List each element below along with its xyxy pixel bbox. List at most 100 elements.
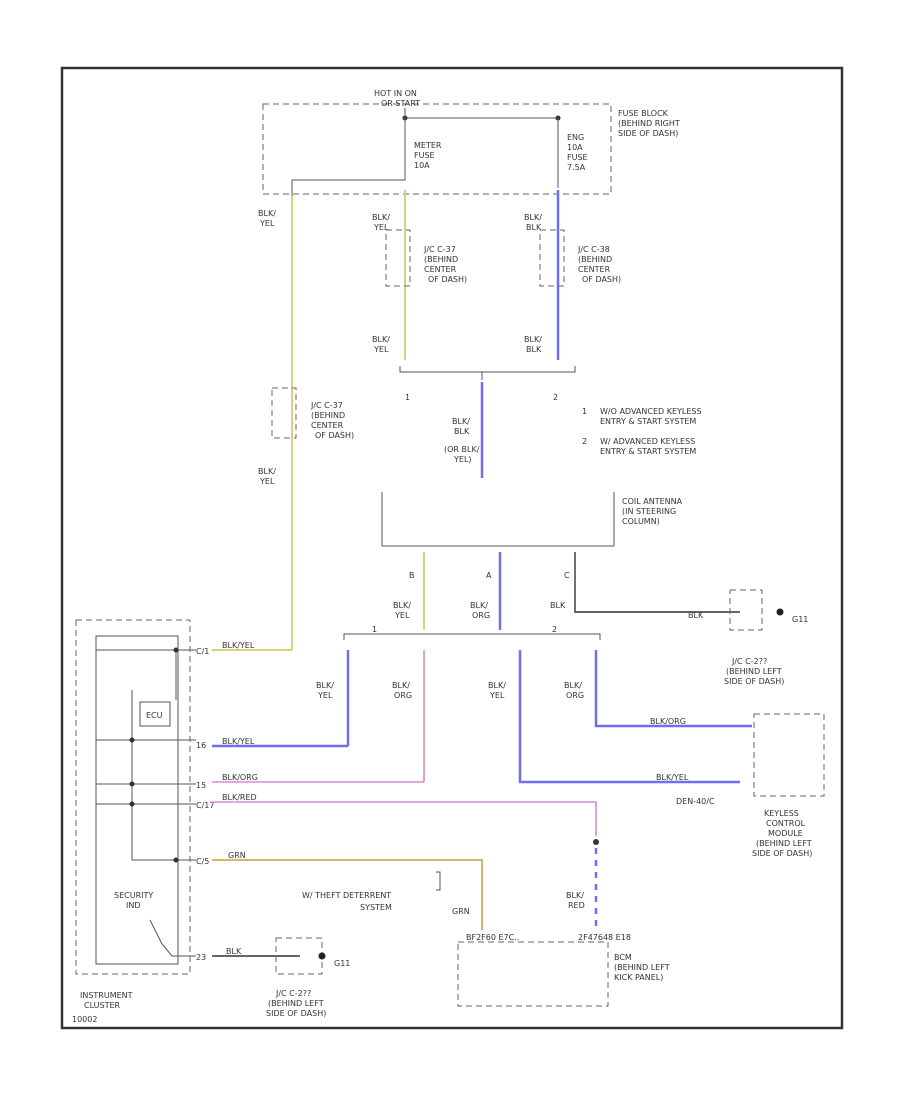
jc-bottom-2: (BEHIND LEFT [268,999,324,1008]
meter-fuse-3: 10A [414,161,430,170]
bcm-wire-color-2: RED [568,901,585,910]
mid-left-wire-bottom-2: YEL [373,345,389,354]
cluster-wire-grn [212,859,483,930]
coil-antenna-1: COIL ANTENNA [622,497,683,506]
jc-ground-box [729,589,763,631]
cluster-pin-2: 16 [196,741,206,750]
cluster-pin-5: C/5 [196,857,209,866]
opt2-right-color-1: BLK/ [564,681,582,690]
left-wire-label-2: YEL [259,219,275,228]
opt2-right-color-2: ORG [566,691,584,700]
cluster-pin-4: C/17 [196,801,214,810]
cluster-pin-6: 23 [196,953,206,962]
jc-right-1: J/C C-38 [577,245,610,254]
cluster-pin-1: C/1 [196,647,209,656]
option-2-num: 2 [553,393,558,402]
ground-dot-upper [776,608,784,616]
cluster-node-2 [129,737,135,743]
coil-antenna-3: COLUMN) [622,517,660,526]
jc-right-wire-1: BLK/ [524,213,542,222]
opt1-left-color-2: YEL [317,691,333,700]
jc-mid-3: CENTER [424,265,457,274]
power-label-2: OR START [381,99,420,108]
ecu-box [139,701,171,727]
left-wire-label-1: BLK/ [258,209,276,218]
ground-dot-lower [318,952,326,960]
cluster-wire-top-label: BLK/YEL [222,641,255,650]
opt2-left-color-2: YEL [489,691,505,700]
coil-feed-1: BLK/ [452,417,470,426]
option-bracket-lower [343,633,601,640]
theft-bracket [436,871,441,891]
option-bracket [399,366,576,373]
pin-a-color-2: ORG [472,611,490,620]
pin-c: C [564,571,570,580]
jc-right-box [539,229,565,287]
jc-left-3: CENTER [311,421,344,430]
keyless-4: (BEHIND LEFT [756,839,812,848]
power-label-1: HOT IN ON [374,89,417,98]
jc-mid-wire-2: YEL [373,223,389,232]
pin-a: A [486,571,492,580]
jc-left-2: (BEHIND [311,411,345,420]
cluster-wire-red-label: BLK/RED [222,793,257,802]
opt2-right-wire [594,650,752,728]
pin-a-color-1: BLK/ [470,601,488,610]
kcm-wire-yel: BLK/YEL [656,773,689,782]
grn-to-bcm-label: GRN [452,907,470,916]
bcm-conn-left: BF2F60 E7C.. [466,933,519,942]
left-feed-top [291,176,406,196]
jc-mid-box [385,229,411,287]
opt1-right-color-2: ORG [394,691,412,700]
cluster-pin-3: 15 [196,781,206,790]
cluster-label-1: INSTRUMENT [80,991,133,1000]
jc-ground-2: (BEHIND LEFT [726,667,782,676]
jc-bottom-3: SIDE OF DASH) [266,1009,326,1018]
coil-feed-2: BLK [454,427,470,436]
pin-c-color: BLK [550,601,566,610]
fuse-block-box [262,103,612,195]
eng-fuse-3: FUSE [567,153,588,162]
coil-feed-4: YEL) [453,455,472,464]
kcm-connector: DEN-40/C [676,797,715,806]
option-1-num: 1 [405,393,410,402]
footer-code: 10002 [72,1015,97,1024]
coil-feed-3: (OR BLK/ [444,445,480,454]
option-lower-1: 1 [372,625,377,634]
keyless-5: SIDE OF DASH) [752,849,812,858]
keyless-3: MODULE [768,829,803,838]
jc-right-4: OF DASH) [582,275,621,284]
anti-theft-2: SYSTEM [360,903,392,912]
security-ind-2: IND [126,901,141,910]
cluster-label-2: CLUSTER [84,1001,121,1010]
pin-b-color-2: YEL [394,611,410,620]
keyless-1: KEYLESS [764,809,799,818]
cluster-node-5 [173,857,179,863]
jc-ground-1: J/C C-2?? [731,657,767,666]
pin-b: B [409,571,415,580]
keyless-2: CONTROL [766,819,806,828]
ground-upper-id: G11 [792,615,808,624]
pin-c-wire [574,552,740,613]
bcm-label-3: KICK PANEL) [614,973,663,982]
security-transistor [149,919,196,957]
bcm-wire-node [593,839,599,845]
eng-fuse-1: ENG [567,133,584,142]
note-2-line-2: ENTRY & START SYSTEM [600,447,696,456]
note-1-line-1: W/O ADVANCED KEYLESS [600,407,702,416]
cluster-wire-org-label: BLK/ORG [222,773,258,782]
bcm-conn-right: 2F47648 E18 [578,933,631,942]
ecu-label: ECU [146,711,163,720]
fuse-block-loc-3: SIDE OF DASH) [618,129,678,138]
jc-ground-3: SIDE OF DASH) [724,677,784,686]
diagram-frame [60,66,844,1030]
jc-left-box [271,387,297,439]
opt1-left-color-1: BLK/ [316,681,334,690]
mid-right-wire-bottom-1: BLK/ [524,335,542,344]
anti-theft-1: W/ THEFT DETERRENT [302,891,391,900]
opt1-right-color-1: BLK/ [392,681,410,690]
ground-lower-id: G11 [334,959,350,968]
cluster-internal-2 [131,690,196,861]
fuse-block-loc-1: FUSE BLOCK [618,109,669,118]
